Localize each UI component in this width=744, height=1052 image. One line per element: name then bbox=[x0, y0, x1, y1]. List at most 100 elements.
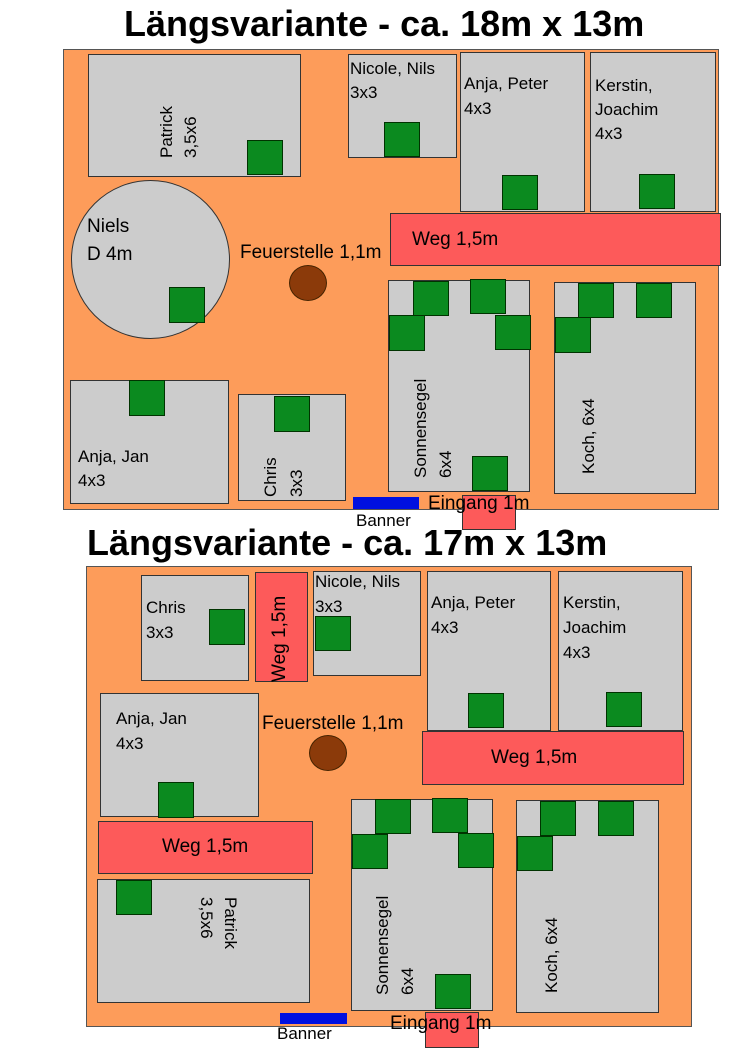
path-weg-vertical bbox=[255, 572, 308, 682]
tent-anja-jan bbox=[129, 380, 165, 416]
entrance bbox=[462, 495, 516, 530]
plot-chris-label: Chris bbox=[259, 457, 283, 497]
tent-nicole-nils bbox=[384, 122, 420, 157]
entrance-2 bbox=[425, 1012, 479, 1048]
tent-koch-2-3 bbox=[517, 836, 553, 871]
plot-nicole-nils-2-name: Nicole, Nils bbox=[315, 572, 401, 591]
tent-patrick bbox=[247, 140, 283, 175]
tent-sonnensegel-4 bbox=[495, 315, 531, 350]
path-weg bbox=[390, 213, 721, 266]
tent-anja-peter bbox=[502, 175, 538, 210]
plot-anja-jan-2-name: Anja, Jan bbox=[116, 709, 187, 728]
fire-pit-2 bbox=[309, 735, 347, 771]
tent-kerstin-joachim-2 bbox=[606, 692, 642, 727]
tent-nicole-nils-2 bbox=[315, 616, 351, 651]
plot-sonnensegel-label: Sonnensegel bbox=[409, 379, 433, 478]
plot-chris-size-label: 3x3 bbox=[285, 470, 309, 497]
plot-koch-2-label: Koch, 6x4 bbox=[540, 917, 564, 993]
tent-kerstin-joachim bbox=[639, 174, 675, 209]
tent-koch-3 bbox=[555, 317, 591, 353]
plot-sonnensegel-2-size-label: 6x4 bbox=[396, 968, 420, 995]
plot-patrick-2-name: Patrick bbox=[221, 897, 240, 949]
plot-sonnensegel-name: Sonnensegel bbox=[411, 378, 430, 478]
plot-chris-name: Chris bbox=[261, 457, 280, 497]
tent-sonnensegel-2-5 bbox=[435, 974, 471, 1009]
path-weg-right bbox=[422, 731, 684, 785]
banner-2-label: Banner bbox=[277, 1024, 332, 1043]
plot-patrick-label: Patrick bbox=[155, 106, 179, 158]
plot-sonnensegel-2-name: Sonnensegel bbox=[373, 895, 392, 995]
tent-sonnensegel-2-2 bbox=[432, 798, 468, 833]
plot-nicole-nils-name: Nicole, Nils bbox=[350, 59, 436, 78]
plot-anja-peter-2-name: Anja, Peter bbox=[431, 593, 516, 612]
plot-anja-jan-size: 4x3 bbox=[78, 471, 106, 490]
plot-sonnensegel-2-size: 6x4 bbox=[398, 967, 417, 995]
fire-label-2: Feuerstelle 1,1m bbox=[262, 713, 404, 734]
plot-chris-2-name: Chris bbox=[146, 598, 186, 617]
plot-kerstin-joachim-2-name: Kerstin, bbox=[563, 593, 621, 612]
plot-koch bbox=[554, 282, 696, 494]
plot-kerstin-joachim-2-name2: Joachim bbox=[563, 618, 627, 637]
plot-koch-2-name: Koch, 6x4 bbox=[542, 917, 561, 993]
plot-niels-size: D 4m bbox=[87, 244, 133, 265]
plot-chris-size: 3x3 bbox=[287, 469, 306, 497]
tent-sonnensegel-1 bbox=[413, 281, 449, 316]
plot-kerstin-joachim-2-size: 4x3 bbox=[563, 643, 591, 662]
banner bbox=[353, 497, 419, 509]
plot-patrick-name: Patrick bbox=[157, 106, 176, 158]
entrance-2-label: Eingang 1m bbox=[390, 1013, 492, 1034]
plot-koch-name: Koch, 6x4 bbox=[579, 398, 598, 474]
tent-koch-2-2 bbox=[598, 801, 634, 836]
plot-patrick-2-size: 3,5x6 bbox=[197, 897, 216, 939]
path-weg-left-label: Weg 1,5m bbox=[162, 836, 249, 857]
plot-patrick-2-label: Patrick bbox=[218, 897, 242, 949]
plot-niels-name: Niels bbox=[87, 216, 130, 237]
tent-sonnensegel-2-4 bbox=[458, 833, 494, 868]
plot-chris-2-size: 3x3 bbox=[146, 623, 174, 642]
plot-kerstin-joachim-name: Kerstin, bbox=[595, 76, 653, 95]
path-weg-vertical-text: Weg 1,5m bbox=[269, 595, 290, 682]
plot-koch-2 bbox=[516, 800, 659, 1013]
path-weg-label: Weg 1,5m bbox=[412, 229, 499, 250]
plot-patrick-2 bbox=[97, 879, 310, 1003]
plot-sonnensegel-size: 6x4 bbox=[436, 450, 455, 478]
banner-label: Banner bbox=[356, 511, 411, 530]
tent-anja-peter-2 bbox=[468, 693, 504, 728]
plot-patrick-size-label: 3,5x6 bbox=[179, 116, 203, 158]
tent-sonnensegel-2 bbox=[470, 279, 506, 314]
plot-kerstin-joachim-name2: Joachim bbox=[595, 100, 659, 119]
tent-koch-1 bbox=[578, 283, 614, 318]
plot-anja-peter-name: Anja, Peter bbox=[464, 74, 549, 93]
plot-sonnensegel-2-label: Sonnensegel bbox=[371, 896, 395, 995]
entrance-label: Eingang 1m bbox=[428, 493, 530, 514]
fire-label: Feuerstelle 1,1m bbox=[240, 242, 382, 263]
tent-chris bbox=[274, 396, 310, 432]
fire-pit bbox=[289, 265, 327, 301]
tent-chris-2 bbox=[209, 609, 245, 645]
tent-patrick-2 bbox=[116, 880, 152, 915]
path-weg-left bbox=[98, 821, 313, 874]
path-weg-right-label: Weg 1,5m bbox=[491, 747, 578, 768]
layout-1-title: Längsvariante - ca. 18m x 13m bbox=[124, 3, 645, 44]
tent-sonnensegel-3 bbox=[389, 315, 425, 351]
plot-kerstin-joachim-size: 4x3 bbox=[595, 124, 623, 143]
plot-anja-jan-name: Anja, Jan bbox=[78, 447, 149, 466]
plot-anja-jan-2-size: 4x3 bbox=[116, 734, 144, 753]
tent-anja-jan-2 bbox=[158, 782, 194, 818]
plot-anja-peter-size: 4x3 bbox=[464, 99, 492, 118]
tent-sonnensegel-2-3 bbox=[352, 834, 388, 869]
path-weg-vertical-label: Weg 1,5m bbox=[268, 596, 292, 682]
plot-sonnensegel-size-label: 6x4 bbox=[434, 451, 458, 478]
plot-anja-peter-2-size: 4x3 bbox=[431, 618, 459, 637]
tent-koch-2-1 bbox=[540, 801, 576, 836]
tent-niels bbox=[169, 287, 205, 323]
banner-2 bbox=[280, 1013, 347, 1024]
plot-patrick-2-size-label: 3,5x6 bbox=[194, 897, 218, 939]
plot-nicole-nils-2-size: 3x3 bbox=[315, 597, 343, 616]
plot-koch-label: Koch, 6x4 bbox=[577, 398, 601, 474]
tent-koch-2 bbox=[636, 283, 672, 318]
layout-2-title: Längsvariante - ca. 17m x 13m bbox=[87, 522, 608, 563]
tent-sonnensegel-2-1 bbox=[375, 799, 411, 834]
tent-sonnensegel-5 bbox=[472, 456, 508, 491]
plot-patrick-size: 3,5x6 bbox=[181, 116, 200, 158]
